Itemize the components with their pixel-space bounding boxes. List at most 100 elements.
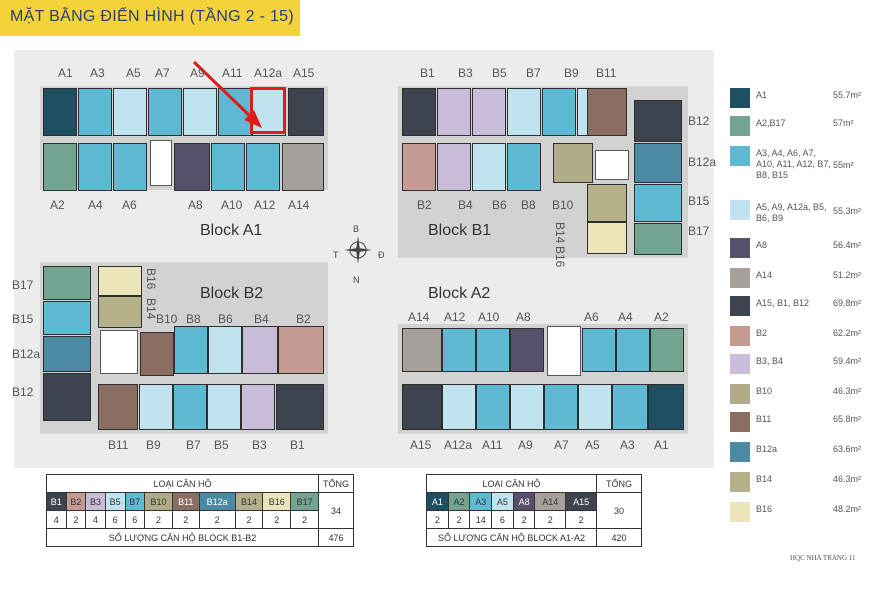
legend-swatch [730,442,750,462]
label-a2-bottom-1: A12a [444,438,473,452]
type-cell: A3 [469,492,493,511]
label-a2-top-0: A14 [408,310,430,324]
legend-swatch [730,384,750,404]
label-a2-top-5: A4 [618,310,633,324]
apartment-unit [578,384,612,430]
table-footer-value: 476 [318,528,354,547]
label-a1-bottom-4: A10 [221,198,243,212]
apartment-unit [113,88,147,136]
apartment-unit [616,328,650,372]
legend-swatch [730,268,750,288]
type-cell: B11 [171,492,200,511]
table-counts-row: 2 2 14 6 2 2 2 [426,510,642,529]
apartment-unit [472,88,506,136]
apartment-unit [98,296,142,328]
legend-unit-names: A8 [756,240,768,250]
apartment-unit [174,143,210,191]
count-cell: 2 [426,510,449,529]
apartment-unit [612,384,648,430]
type-cell: B3 [85,492,106,511]
apartment-unit [553,143,593,183]
apartment-unit [476,328,510,372]
table-header: LOẠI CĂN HỘ [426,474,597,493]
apartment-unit [174,326,208,374]
legend-unit-names: A14 [756,270,773,280]
count-cell: 4 [46,510,67,529]
type-cell: B16 [262,492,292,511]
label-a2-bottom-2: A11 [482,438,503,452]
label-a1-bottom-1: A4 [88,198,103,212]
compass-west: T [333,250,339,260]
label-a1-bottom-6: A14 [288,198,310,212]
label-a2-top-3: A8 [516,310,531,324]
label-a1-top-6: A12a [254,66,283,80]
legend-unit-area: 55.7m² [833,90,862,100]
apartment-unit [402,328,442,372]
label-a2-bottom-7: A1 [654,438,669,452]
count-cell: 2 [262,510,292,529]
count-cell: 2 [198,510,236,529]
legend-swatch [730,326,750,346]
type-cell: A8 [512,492,536,511]
apartment-unit [43,143,77,191]
block-b2-core [100,330,138,374]
block-a2-core [547,326,581,376]
legend-swatch [730,200,750,220]
label-b1-vertical-1: B16 [553,246,567,268]
apartment-unit [278,326,324,374]
compass-top: B [353,224,360,234]
label-b2-vertical-0: B16 [144,268,158,290]
label-b2-left-1: B15 [12,312,34,326]
label-a2-top-4: A6 [584,310,599,324]
label-b1-top-5: B11 [596,66,617,80]
legend-unit-area: 62.2m² [833,328,862,338]
label-b2-bottom-5: B1 [290,438,305,452]
label-a1-top-5: A11 [222,66,243,80]
legend-unit-names: B14 [756,474,773,484]
label-a2-bottom-0: A15 [410,438,432,452]
label-b1-right-1: B12a [688,155,717,169]
page-title: MẶT BẰNG ĐIỂN HÌNH (TẦNG 2 - 15) [10,8,295,25]
label-b1-top-4: B9 [564,66,579,80]
type-cell: A1 [426,492,449,511]
legend-unit-names: B2 [756,328,768,338]
apartment-unit [43,336,91,372]
label-a2-bottom-3: A9 [518,438,533,452]
apartment-unit [43,373,91,421]
legend-row: A14 51.2m² [730,268,870,290]
compass [338,230,378,270]
apartment-unit [650,328,684,372]
apartment-unit [402,88,436,136]
total-cell: 30 [596,492,642,529]
legend-unit-area: 51.2m² [833,270,862,280]
compass-rose-icon [344,236,372,264]
count-cell: 6 [104,510,126,529]
type-cell: B1 [46,492,67,511]
table-total-header: TỔNG [596,474,642,493]
apartment-unit [634,223,682,255]
table-header-row: LOẠI CĂN HỘ TỔNG [46,474,354,493]
count-cell: 2 [234,510,264,529]
label-a1-top-3: A7 [155,66,170,80]
apartment-unit [510,328,544,372]
label-b2-bottom-0: B11 [108,438,129,452]
legend-unit-area: 55.3m² [833,206,862,216]
count-cell: 2 [144,510,173,529]
type-cell: A14 [534,492,567,511]
label-a2-top-1: A12 [444,310,466,324]
total-cell: 34 [318,492,354,529]
title-banner: MẶT BẰNG ĐIỂN HÌNH (TẦNG 2 - 15) [0,0,300,36]
table-footer-row: SỐ LƯỢNG CĂN HỘ BLOCK A1-A2 420 [426,528,642,547]
label-b1-bottom-2: B6 [492,198,507,212]
count-cell: 6 [124,510,146,529]
legend-unit-names: B16 [756,504,773,514]
legend-swatch [730,472,750,492]
label-a1-bottom-0: A2 [50,198,65,212]
label-b1-bottom-3: B8 [521,198,536,212]
apartment-unit [587,222,627,254]
